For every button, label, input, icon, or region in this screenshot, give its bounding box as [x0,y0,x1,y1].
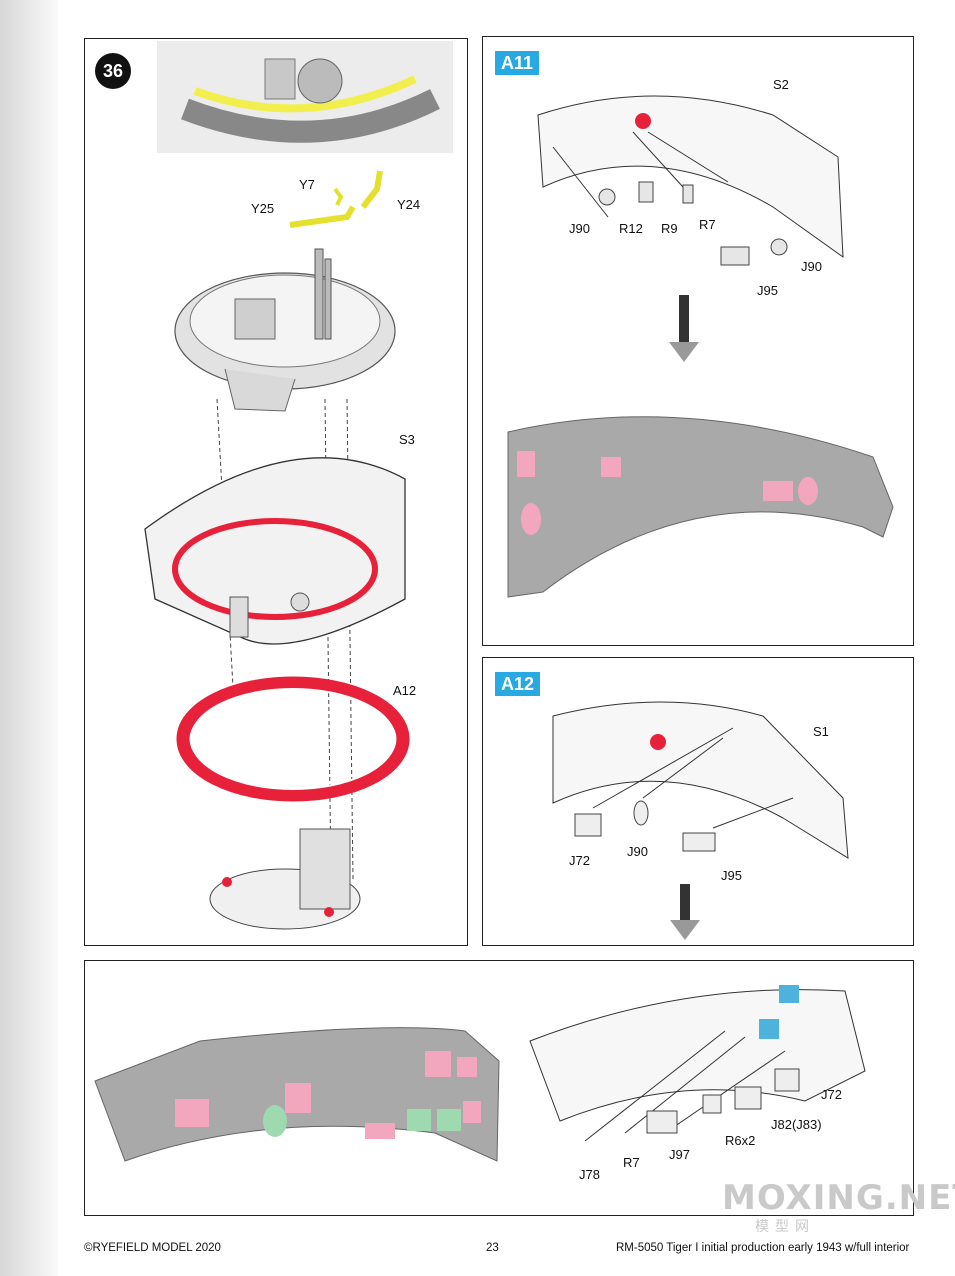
watermark-cn: 模型网 [755,1218,815,1234]
label-s3: S3 [399,432,415,447]
a12-red-highlight [650,734,666,750]
label-j82: J82(J83) [771,1117,822,1132]
label-r7: R7 [699,217,716,232]
s1-wall-outline-bottom [529,989,866,1122]
label-j78: J78 [579,1167,600,1182]
label-s1: S1 [813,724,829,739]
y25-part [289,205,356,228]
watermark-text: MOXING.NET [722,1178,955,1218]
y24-part [360,170,383,209]
label-r7-bottom: R7 [623,1155,640,1170]
label-r6x2: R6x2 [725,1133,756,1148]
s3-red-highlight [172,518,378,620]
label-a12: A12 [393,683,417,698]
label-r12: R12 [619,221,643,236]
s2-wall-rendered [507,416,894,598]
label-j95: J95 [721,868,742,883]
footer-copyright: ©RYEFIELD MODEL 2020 [84,1242,221,1254]
a11-badge: A11 [495,51,540,75]
s3-basket-wall [144,457,406,645]
s2-wall-outline [537,95,844,259]
label-j72-bottom: J72 [821,1087,842,1102]
a12-wall-illustration [552,701,849,940]
a11-frame: A11 S2 J90 R12 R9 R7 J95 J90 [482,36,914,646]
footer-product: RM-5050 Tiger I initial production early… [616,1242,910,1254]
label-j95: J95 [757,283,778,298]
s1-wall-outline [552,701,849,859]
a11-wall-illustration [507,95,894,598]
label-j90-left: J90 [569,221,590,236]
a12-ring-gear [176,676,410,802]
label-j90: J90 [627,844,648,859]
label-s2: S2 [773,77,789,92]
label-y7: Y7 [299,177,315,192]
a12-badge: A12 [495,672,541,696]
label-j72: J72 [569,853,590,868]
y7-part [333,187,344,206]
step-36-frame: 36 Y7 Y25 [84,38,468,946]
label-j90-right: J90 [801,259,822,274]
step-number-badge: 36 [95,53,131,89]
r12-highlight [635,113,651,129]
label-y24: Y24 [397,197,421,212]
bottom-illustration [94,985,866,1162]
y25-y24-photoetch-highlight [193,75,417,113]
page-binding-shadow [0,0,58,1276]
down-arrow [669,342,699,362]
label-r9: R9 [661,221,678,236]
turret-assembly-illustration [144,41,453,930]
label-y25: Y25 [251,201,275,216]
a12-frame: A12 S1 J72 J90 J95 [482,657,914,946]
bottom-result-frame: J72 J82(J83) R6x2 J97 R7 J78 [84,960,914,1216]
label-j97: J97 [669,1147,690,1162]
footer-page-number: 23 [486,1242,499,1254]
